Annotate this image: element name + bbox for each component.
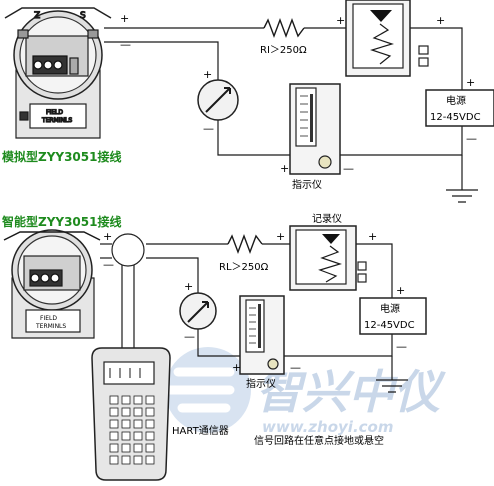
pol-b1: + [103,230,112,243]
transmitter-top [4,7,112,139]
pol-t10: — [466,132,477,145]
power-top-label-2: 12-45VDC [430,112,481,123]
power-top-label-1: 电源 [446,94,466,107]
resistor-bottom-label: RL＞250Ω [219,262,269,273]
smart-title: 智能型ZYY3051接线 [1,214,121,229]
pol-t3: + [336,14,345,27]
watermark: 智兴中仪 www.zhoyi.com [165,347,446,436]
terminal-s-label: S [80,11,86,21]
analog-title: 模拟型ZYY3051接线 [2,149,121,164]
smart-wiring-diagram: FIELD TERMINLS RL＞250Ω 记录仪 [3,213,427,481]
watermark-logo-icon [165,347,251,433]
pol-t2: — [120,38,131,51]
pol-t4: + [436,14,445,27]
recorder-top [345,0,429,77]
hart-communicator-label: HART通信器 [172,425,229,437]
analog-wiring-diagram: Z S FIELD TERMINLS RI＞250Ω [4,0,494,203]
power-supply-bottom [359,297,427,335]
pol-t7: + [280,162,289,175]
field-terminals-label-top-2: TERMINLS [41,117,72,124]
field-terminals-label-bottom-2: TERMINLS [35,323,66,330]
ammeter-bottom [179,292,217,330]
ammeter-top [197,79,239,121]
resistor-bottom [227,234,263,254]
field-terminals-label-bottom: FIELD [40,315,57,322]
resistor-top-label: RI＞250Ω [260,45,307,56]
pol-t5: + [203,68,212,81]
indicator-top-label: 指示仪 [292,178,322,191]
pol-b4: + [368,230,377,243]
pol-b10: — [396,340,407,353]
pol-b7: + [232,361,241,374]
pol-b6: — [184,330,195,343]
pol-b3: + [276,230,285,243]
transmitter-bottom [3,229,101,339]
field-terminals-label-top: FIELD [46,109,63,116]
pol-b8: — [290,361,301,374]
recorder-label: 记录仪 [312,213,342,225]
power-supply-top [425,89,494,127]
power-bottom-label-2: 12-45VDC [364,320,415,331]
pol-t8: — [343,162,354,175]
hart-coupling-circle [111,233,145,267]
pol-b2: — [103,258,114,271]
pol-t6: — [203,122,214,135]
indicator-bottom-label: 指示仪 [246,377,276,390]
indicator-top [289,83,341,175]
recorder-bottom [289,225,367,291]
indicator-bottom [239,295,285,375]
pol-t1: + [120,12,129,25]
pol-t9: + [466,76,475,89]
watermark-text: 智兴中仪 [256,365,446,419]
power-bottom-label-1: 电源 [380,302,400,315]
hart-communicator [91,347,171,481]
pol-b5: + [184,280,193,293]
watermark-url: www.zhoyi.com [262,418,393,436]
pol-b9: + [396,284,405,297]
terminal-z-label: Z [34,11,40,21]
grounding-note: 信号回路在任意点接地或悬空 [254,434,384,447]
resistor-top [263,18,305,38]
